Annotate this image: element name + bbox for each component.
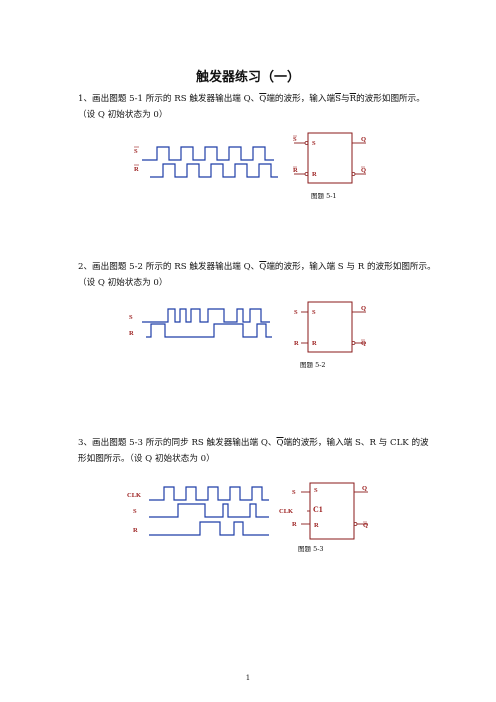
invert-bubble xyxy=(351,341,356,345)
wave-r xyxy=(150,163,278,178)
caption-5-1: 图题 5-1 xyxy=(311,192,337,200)
rs-flipflop-5-2: S R S R Q Q 图题 5-2 xyxy=(294,301,366,369)
problem-2-text: 2、画出图题 5-2 所示的 RS 触发器输出端 Q、Q端的波形，输入端 S 与… xyxy=(78,259,438,291)
ff-box xyxy=(307,301,353,353)
pin-r: R xyxy=(292,521,297,528)
waveform-5-2: S R xyxy=(129,308,272,338)
rs-flipflop-5-1: S R S R Q Q 图题 5-1 xyxy=(293,132,366,200)
problem-3-line-2: 形如图所示。（设 Q 初始状态为 0） xyxy=(78,454,215,464)
q-bar: Q xyxy=(259,94,267,104)
wave-s xyxy=(142,308,270,323)
pin-q: Q xyxy=(361,136,366,143)
pin-clk: CLK xyxy=(279,508,293,515)
q-bar: Q xyxy=(259,262,267,272)
wave-label-r: R xyxy=(133,527,138,534)
sync-rs-flipflop-5-3: S CLK R S C1 R Q Q 图题 5-3 xyxy=(279,482,368,553)
problem-1-text: 1、画出图题 5-1 所示的 RS 触发器输出端 Q、Q端的波形，输入端S与R的… xyxy=(78,91,438,123)
box-pin-s: S xyxy=(312,309,316,316)
wave-r xyxy=(149,521,269,536)
invert-bubble xyxy=(351,172,356,176)
r-bar: R xyxy=(349,94,357,104)
invert-bubble xyxy=(353,522,358,526)
problem-1-line-2: （设 Q 初始状态为 0） xyxy=(78,110,168,120)
invert-bubble xyxy=(304,141,309,145)
problem-2-line-1: 2、画出图题 5-2 所示的 RS 触发器输出端 Q、Q端的波形，输入端 S 与… xyxy=(78,262,436,272)
pin-q: Q xyxy=(362,485,367,492)
box-pin-r: R xyxy=(312,340,317,347)
problem-1-line-1: 1、画出图题 5-1 所示的 RS 触发器输出端 Q、Q端的波形，输入端S与R的… xyxy=(78,94,425,104)
page-title: 触发器练习（一） xyxy=(195,70,300,85)
pin-q-bar: Q xyxy=(363,522,368,529)
problem-3-line-1: 3、画出图题 5-3 所示的同步 RS 触发器输出端 Q、Q端的波形，输入端 S… xyxy=(78,438,429,448)
waveform-5-1: S R xyxy=(134,146,278,178)
wave-label-r: R xyxy=(129,330,134,337)
problem-3-text: 3、画出图题 5-3 所示的同步 RS 触发器输出端 Q、Q端的波形，输入端 S… xyxy=(78,435,438,467)
pin-r: R xyxy=(293,167,298,174)
wave-s xyxy=(149,503,269,518)
q-bar: Q xyxy=(276,438,284,448)
s-bar: S xyxy=(335,94,341,104)
problem-2-line-2: （设 Q 初始状态为 0） xyxy=(78,278,168,288)
ff-box xyxy=(307,132,353,184)
pin-s: S xyxy=(292,489,296,496)
caption-5-2: 图题 5-2 xyxy=(300,361,326,369)
wave-label-s: S xyxy=(134,148,138,155)
invert-bubble xyxy=(304,172,309,176)
pin-s: S xyxy=(294,309,298,316)
pin-s: S xyxy=(293,136,297,143)
pin-r: R xyxy=(294,340,299,347)
wave-label-s: S xyxy=(129,314,133,321)
wave-label-clk: CLK xyxy=(127,492,141,499)
waveform-5-3: CLK S R xyxy=(127,486,269,536)
pin-q-bar: Q xyxy=(361,340,366,347)
box-pin-s: S xyxy=(312,140,316,147)
box-pin-r: R xyxy=(314,522,319,529)
wave-s xyxy=(142,146,274,161)
wave-label-s: S xyxy=(133,508,137,515)
page-number: 1 xyxy=(245,674,251,682)
box-pin-c1: C1 xyxy=(313,505,323,514)
pin-q-bar: Q xyxy=(361,167,366,174)
wave-clk xyxy=(149,486,269,501)
wave-r xyxy=(146,323,272,338)
pin-q: Q xyxy=(361,305,366,312)
caption-5-3: 图题 5-3 xyxy=(298,545,324,553)
box-pin-r: R xyxy=(312,171,317,178)
box-pin-s: S xyxy=(314,487,318,494)
wave-label-r: R xyxy=(134,166,139,173)
